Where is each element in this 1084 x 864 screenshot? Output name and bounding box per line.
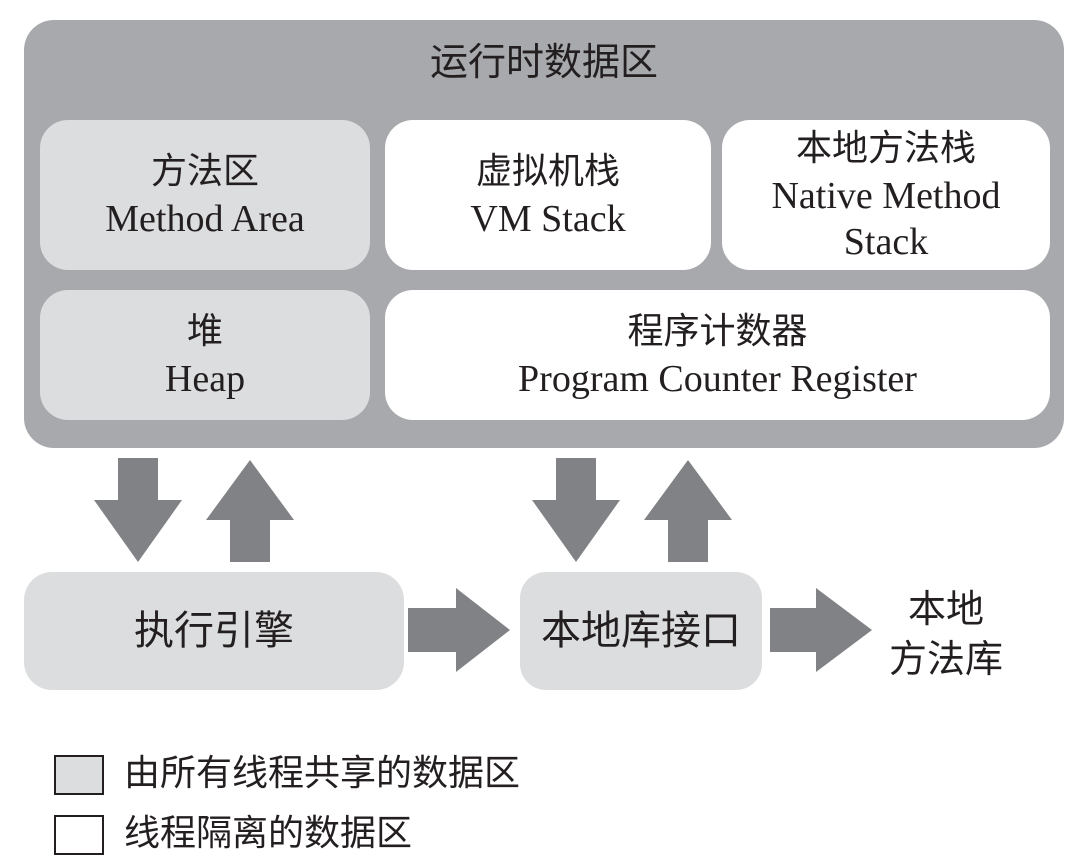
- legend-shared-label: 由所有线程共享的数据区: [124, 753, 521, 794]
- native-method-stack-en-line2: Stack: [843, 221, 929, 263]
- legend-isolated-label: 线程隔离的数据区: [124, 813, 413, 854]
- program-counter-register-zh: 程序计数器: [627, 311, 808, 352]
- runtime-data-area-title: 运行时数据区: [429, 40, 658, 84]
- heap-en: Heap: [164, 358, 246, 400]
- vm-stack-zh: 虚拟机栈: [475, 151, 620, 192]
- arrow-down-engine: [94, 458, 182, 562]
- program-counter-register-en: Program Counter Register: [518, 358, 917, 400]
- native-method-stack-en-line1: Native Method: [771, 175, 1001, 217]
- native-method-library: 本地 方法库: [876, 584, 1016, 684]
- method-area-box: 方法区 Method Area: [40, 120, 370, 270]
- execution-engine-box: 执行引擎: [24, 572, 404, 690]
- heap-box: 堆 Heap: [40, 290, 370, 420]
- legend-isolated-swatch: [54, 815, 104, 855]
- vm-stack-box: 虚拟机栈 VM Stack: [385, 120, 711, 270]
- arrow-up-native-interface: [644, 460, 732, 562]
- method-area-zh: 方法区: [150, 151, 259, 192]
- legend-shared-swatch: [54, 755, 104, 795]
- native-method-library-line1: 本地: [907, 587, 984, 631]
- native-interface-label: 本地库接口: [541, 608, 741, 654]
- native-method-stack-zh: 本地方法栈: [795, 128, 976, 169]
- vm-stack-en: VM Stack: [470, 198, 626, 240]
- program-counter-register-box: 程序计数器 Program Counter Register: [385, 290, 1050, 420]
- method-area-en: Method Area: [105, 198, 305, 240]
- arrow-down-native-interface: [532, 458, 620, 562]
- native-method-library-line2: 方法库: [888, 637, 1003, 681]
- native-method-stack-box: 本地方法栈 Native Method Stack: [722, 120, 1050, 270]
- execution-engine-label: 执行引擎: [134, 608, 294, 654]
- heap-zh: 堆: [186, 311, 223, 352]
- arrow-up-engine: [206, 460, 294, 562]
- arrow-right-interface-to-library: [770, 588, 872, 672]
- native-interface-box: 本地库接口: [520, 572, 762, 690]
- arrow-right-engine-to-interface: [408, 588, 510, 672]
